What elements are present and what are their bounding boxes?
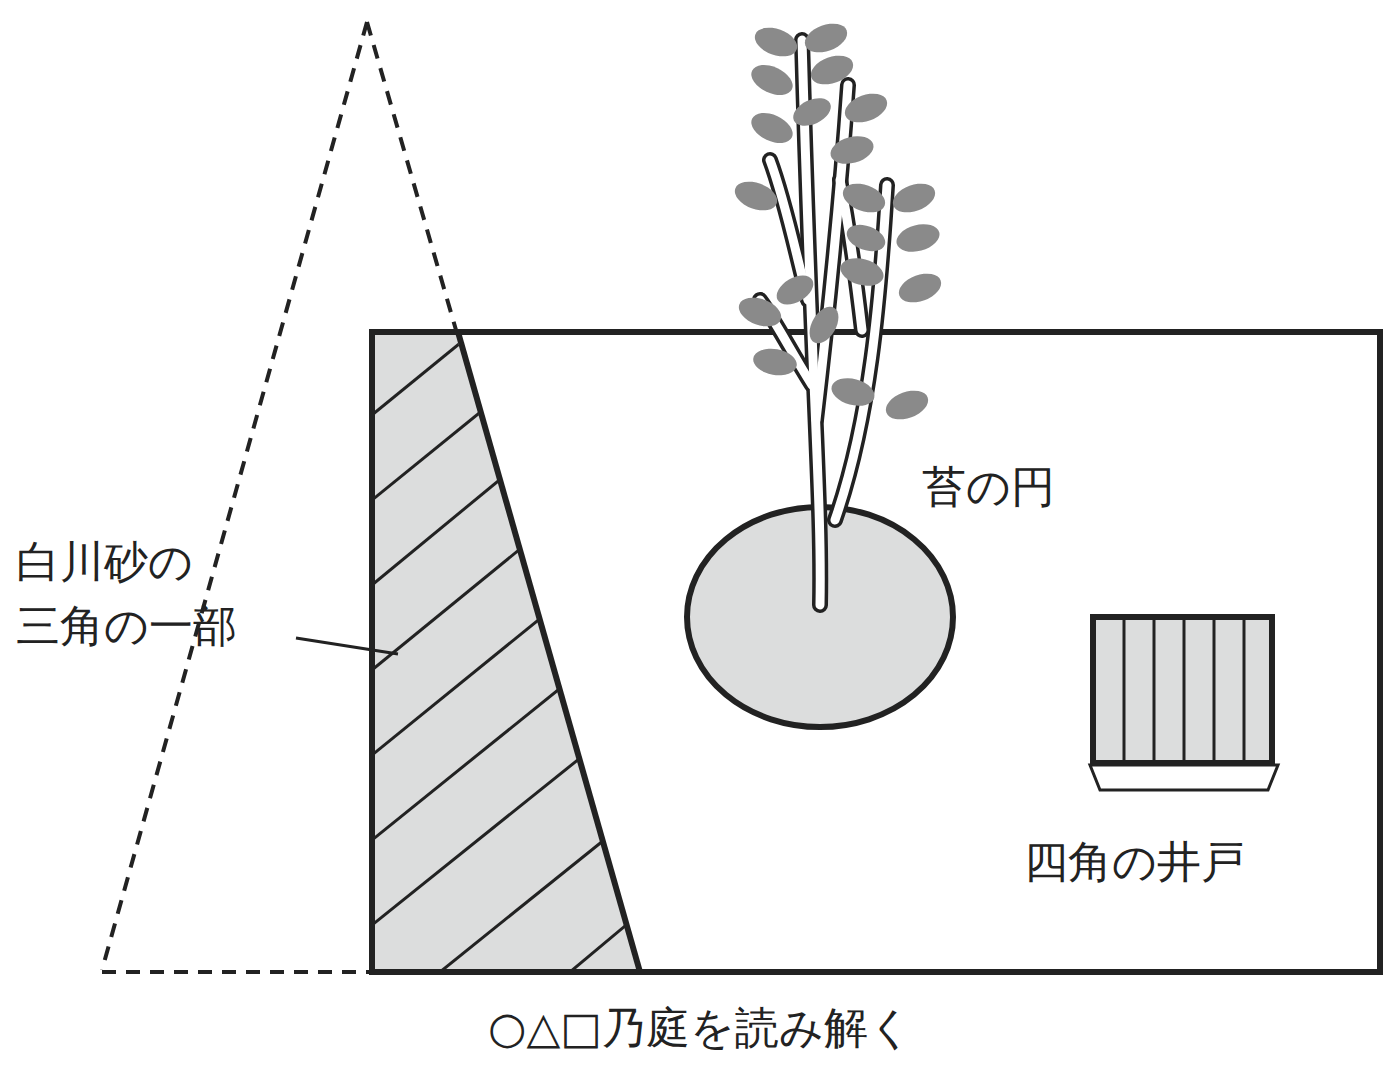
tree (731, 18, 945, 605)
moss-label: 苔の円 (922, 455, 1055, 519)
well (1090, 617, 1278, 790)
sand-edge (458, 332, 640, 972)
leader-line (296, 638, 398, 654)
sand-area (372, 332, 640, 972)
sand-label: 白川砂の 三角の一部 (16, 530, 242, 658)
caption: ○△□乃庭を読み解く (488, 996, 913, 1060)
garden-frame (372, 332, 1380, 972)
sand-hatching (372, 335, 680, 972)
well-label: 四角の井戸 (1024, 830, 1245, 894)
